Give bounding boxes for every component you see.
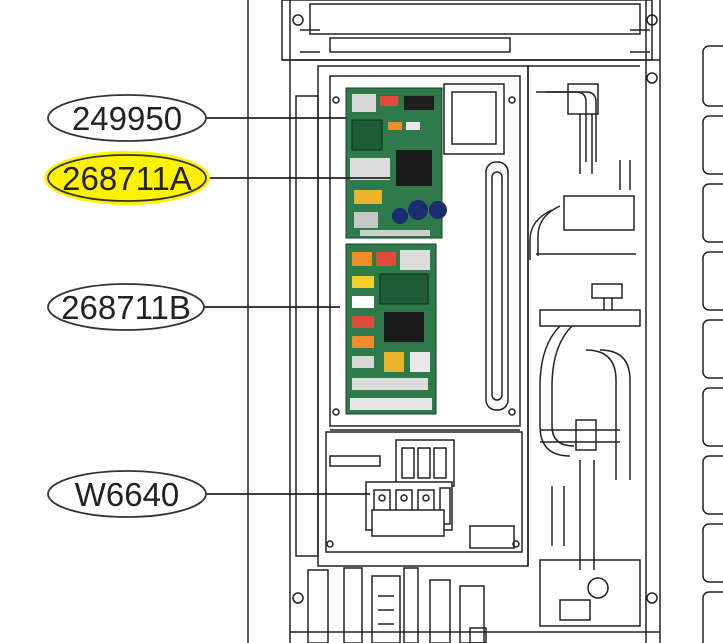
piping [527,65,641,627]
callout-oval [47,154,207,202]
leader-lines [204,117,390,495]
pcb-board-b [345,243,437,415]
terminal-block [365,481,453,537]
pcb-board-a [345,87,447,239]
bottom-fittings [307,567,487,643]
callout-1: 249950 [47,94,207,142]
unit-frame [247,0,661,643]
callout-label: 268711B [61,289,191,326]
callout-oval [47,283,205,331]
callout-2: 268711A [44,151,210,205]
callout-oval [47,94,207,142]
side-tabs [702,45,723,643]
callout-3: 268711B [47,283,205,331]
callout-oval [47,470,207,518]
callout-4: W6640 [47,470,207,518]
callout-label: 268711A [62,160,192,197]
callout-label: W6640 [75,476,180,513]
callout-label: 249950 [72,100,182,137]
